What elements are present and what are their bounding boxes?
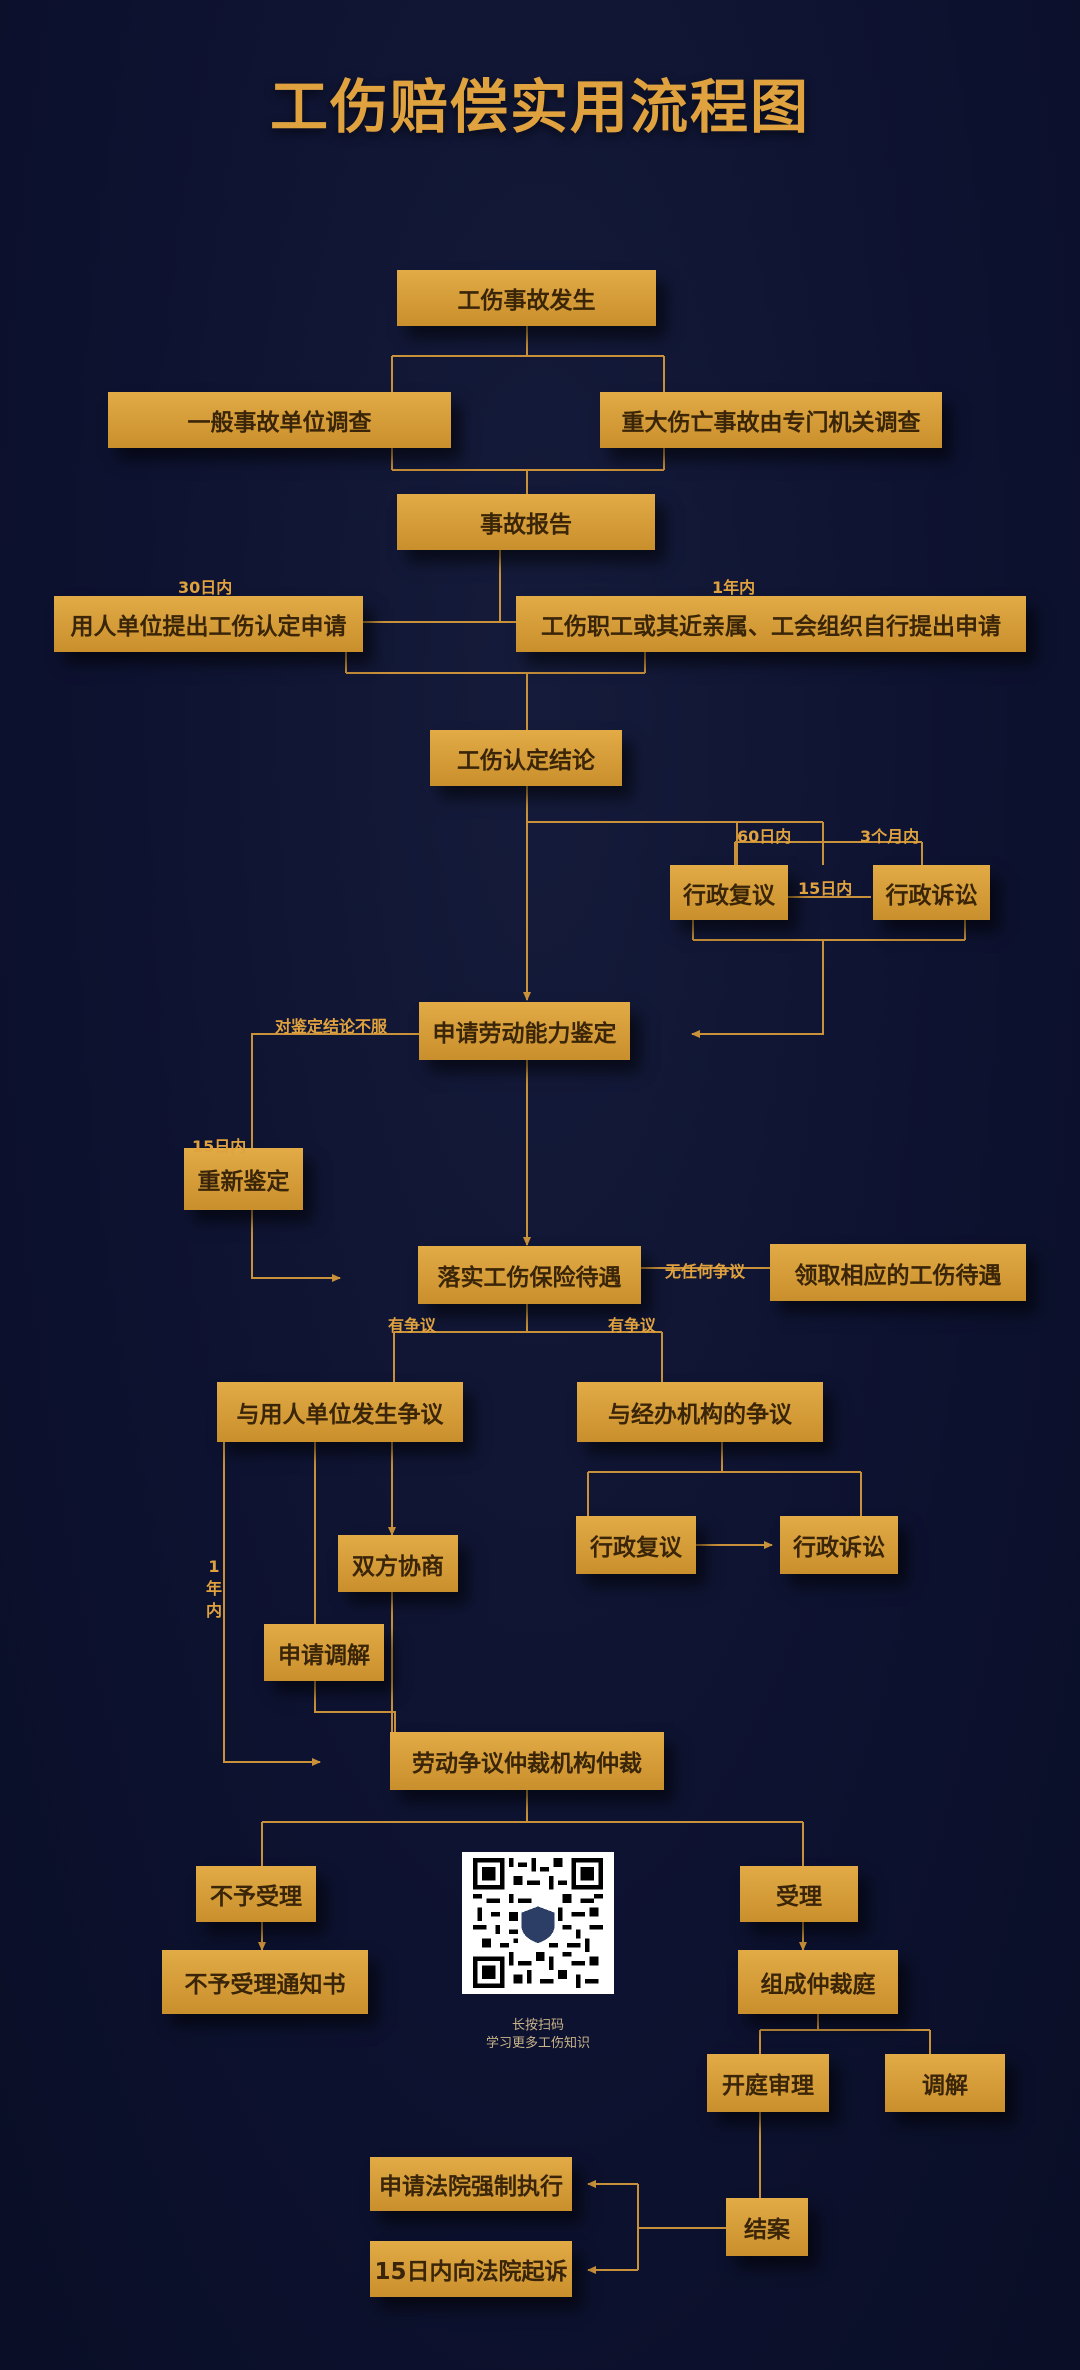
label-1-year-vertical: 1年内 bbox=[205, 1557, 222, 1620]
node-reappraisal: 重新鉴定 bbox=[184, 1148, 303, 1210]
label-no-dispute: 无任何争议 bbox=[665, 1262, 746, 1281]
connector bbox=[223, 1442, 321, 1766]
node-accepted: 受理 bbox=[740, 1866, 858, 1922]
label-disagree: 对鉴定结论不服 bbox=[275, 1017, 388, 1036]
connector bbox=[261, 1790, 804, 1866]
label-15-days-b: 15日内 bbox=[192, 1137, 247, 1156]
node-dispute-agency: 与经办机构的争议 bbox=[577, 1382, 823, 1442]
node-mediation: 调解 bbox=[885, 2054, 1005, 2112]
node-accident: 工伤事故发生 bbox=[397, 270, 656, 326]
node-determination: 工伤认定结论 bbox=[430, 730, 622, 786]
node-mediation-apply: 申请调解 bbox=[264, 1624, 384, 1681]
connector bbox=[527, 821, 824, 865]
connector bbox=[391, 448, 665, 494]
node-court-enforcement: 申请法院强制执行 bbox=[370, 2157, 572, 2211]
connector bbox=[314, 1442, 399, 1743]
node-arbitration: 劳动争议仲裁机构仲裁 bbox=[390, 1732, 664, 1790]
node-receive-benefits: 领取相应的工伤待遇 bbox=[770, 1244, 1026, 1301]
node-hearing: 开庭审理 bbox=[707, 2054, 829, 2112]
connector bbox=[393, 1304, 663, 1382]
node-admin-litigation-1: 行政诉讼 bbox=[873, 865, 990, 920]
node-not-accepted: 不予受理 bbox=[196, 1866, 316, 1922]
node-major-investigation: 重大伤亡事故由专门机关调查 bbox=[600, 392, 942, 448]
connector bbox=[734, 841, 923, 865]
connector bbox=[692, 920, 966, 1034]
label-30-days: 30日内 bbox=[178, 578, 233, 597]
connector bbox=[759, 2014, 931, 2054]
qr-caption-line2: 学习更多工伤知识 bbox=[485, 2036, 590, 2051]
label-dispute-a: 有争议 bbox=[388, 1316, 437, 1335]
connector bbox=[251, 1033, 419, 1148]
connector bbox=[345, 652, 646, 730]
node-implement-benefits: 落实工伤保险待遇 bbox=[418, 1246, 641, 1304]
qr-caption-line1: 长按扫码 bbox=[511, 2018, 564, 2033]
qr-code-graphic bbox=[473, 1858, 603, 1988]
node-employer-apply: 用人单位提出工伤认定申请 bbox=[54, 596, 363, 652]
node-admin-review-2: 行政复议 bbox=[576, 1516, 696, 1574]
node-capacity-appraisal: 申请劳动能力鉴定 bbox=[419, 1002, 630, 1060]
label-dispute-b: 有争议 bbox=[608, 1316, 657, 1335]
qr-code-icon bbox=[462, 1852, 614, 1994]
label-1-year: 1年内 bbox=[712, 578, 756, 597]
connector bbox=[637, 2184, 726, 2270]
node-tribunal: 组成仲裁庭 bbox=[738, 1950, 898, 2014]
page-title: 工伤赔偿实用流程图 bbox=[269, 73, 810, 141]
node-dispute-employer: 与用人单位发生争议 bbox=[217, 1382, 463, 1442]
connector bbox=[587, 1442, 862, 1516]
shield-logo-icon bbox=[521, 1906, 555, 1944]
connector bbox=[363, 550, 516, 623]
node-court-lawsuit: 15日内向法院起诉 bbox=[370, 2241, 572, 2297]
node-accident-report: 事故报告 bbox=[397, 494, 655, 550]
node-admin-review-1: 行政复议 bbox=[670, 865, 788, 920]
label-60-days: 60日内 bbox=[737, 827, 792, 846]
node-closed: 结案 bbox=[726, 2198, 808, 2256]
label-15-days: 15日内 bbox=[798, 879, 853, 898]
label-3-months: 3个月内 bbox=[860, 827, 920, 846]
node-negotiation: 双方协商 bbox=[338, 1535, 458, 1592]
connector bbox=[391, 326, 665, 392]
node-admin-litigation-2: 行政诉讼 bbox=[780, 1516, 898, 1574]
node-not-accepted-notice: 不予受理通知书 bbox=[162, 1950, 368, 2014]
connector bbox=[251, 1210, 341, 1282]
node-general-investigation: 一般事故单位调查 bbox=[108, 392, 451, 448]
node-worker-apply: 工伤职工或其近亲属、工会组织自行提出申请 bbox=[516, 596, 1026, 652]
